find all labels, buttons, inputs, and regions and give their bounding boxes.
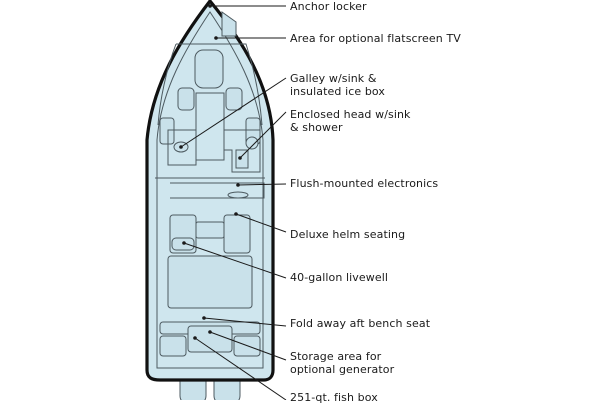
head-sink <box>245 136 259 150</box>
helm-seat-right <box>223 214 251 254</box>
v-berth-cushion <box>194 49 224 89</box>
callout-generator-storage: Storage area for optional generator <box>290 350 395 376</box>
callout-livewell: 40-gallon livewell <box>290 271 389 284</box>
livewell-box <box>167 255 253 309</box>
deck-inner-outline <box>156 11 264 369</box>
fish-box-hatch <box>187 325 233 353</box>
anchor-locker-hatch <box>221 11 237 37</box>
cabin-area <box>155 11 265 179</box>
cockpit <box>159 255 261 357</box>
callout-helm-seating: Deluxe helm seating <box>290 228 406 241</box>
callout-enclosed-head: Enclosed head w/sink & shower <box>290 108 411 134</box>
callout-galley: Galley w/sink & insulated ice box <box>290 72 386 98</box>
callout-anchor-locker: Anchor locker <box>290 0 367 13</box>
head-toilet <box>235 149 249 169</box>
electronics-panel <box>227 191 249 199</box>
callout-aft-bench: Fold away aft bench seat <box>290 317 431 330</box>
callout-fish-box: 251-qt. fish box <box>290 391 378 404</box>
callout-electronics: Flush-mounted electronics <box>290 177 439 190</box>
leader-lines <box>179 4 287 400</box>
callout-flatscreen-tv: Area for optional flatscreen TV <box>290 32 461 45</box>
